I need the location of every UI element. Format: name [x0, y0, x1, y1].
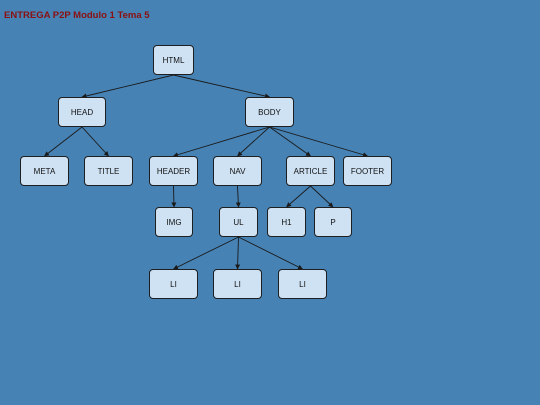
edge-head-title: [81, 126, 109, 157]
node-meta: META: [20, 156, 69, 186]
node-li3: LI: [278, 269, 327, 299]
node-li1: LI: [149, 269, 198, 299]
node-title: TITLE: [84, 156, 133, 186]
node-article: ARTICLE: [286, 156, 335, 186]
node-footer: FOOTER: [343, 156, 392, 186]
node-header: HEADER: [149, 156, 198, 186]
edge-body-footer: [269, 126, 368, 158]
node-html: HTML: [153, 45, 194, 75]
node-p: P: [314, 207, 352, 237]
node-ul: UL: [219, 207, 258, 237]
node-nav: NAV: [213, 156, 262, 186]
edge-article-p: [310, 185, 334, 208]
page-title: ENTREGA P2P Modulo 1 Tema 5: [4, 10, 150, 21]
edge-ul-li2: [235, 236, 241, 270]
edge-header-img: [171, 185, 177, 208]
node-li2: LI: [213, 269, 262, 299]
edge-body-article: [269, 126, 311, 157]
edge-ul-li3: [238, 236, 303, 270]
edge-ul-li1: [173, 236, 239, 270]
edge-nav-ul: [235, 185, 241, 208]
edge-body-nav: [237, 126, 270, 157]
edge-body-header: [173, 126, 270, 158]
node-head: HEAD: [58, 97, 106, 127]
edge-html-head: [81, 74, 174, 99]
node-h1: H1: [267, 207, 306, 237]
node-body: BODY: [245, 97, 294, 127]
edge-head-meta: [44, 126, 83, 157]
node-img: IMG: [155, 207, 193, 237]
edge-html-body: [173, 74, 270, 99]
edge-article-h1: [286, 185, 311, 208]
